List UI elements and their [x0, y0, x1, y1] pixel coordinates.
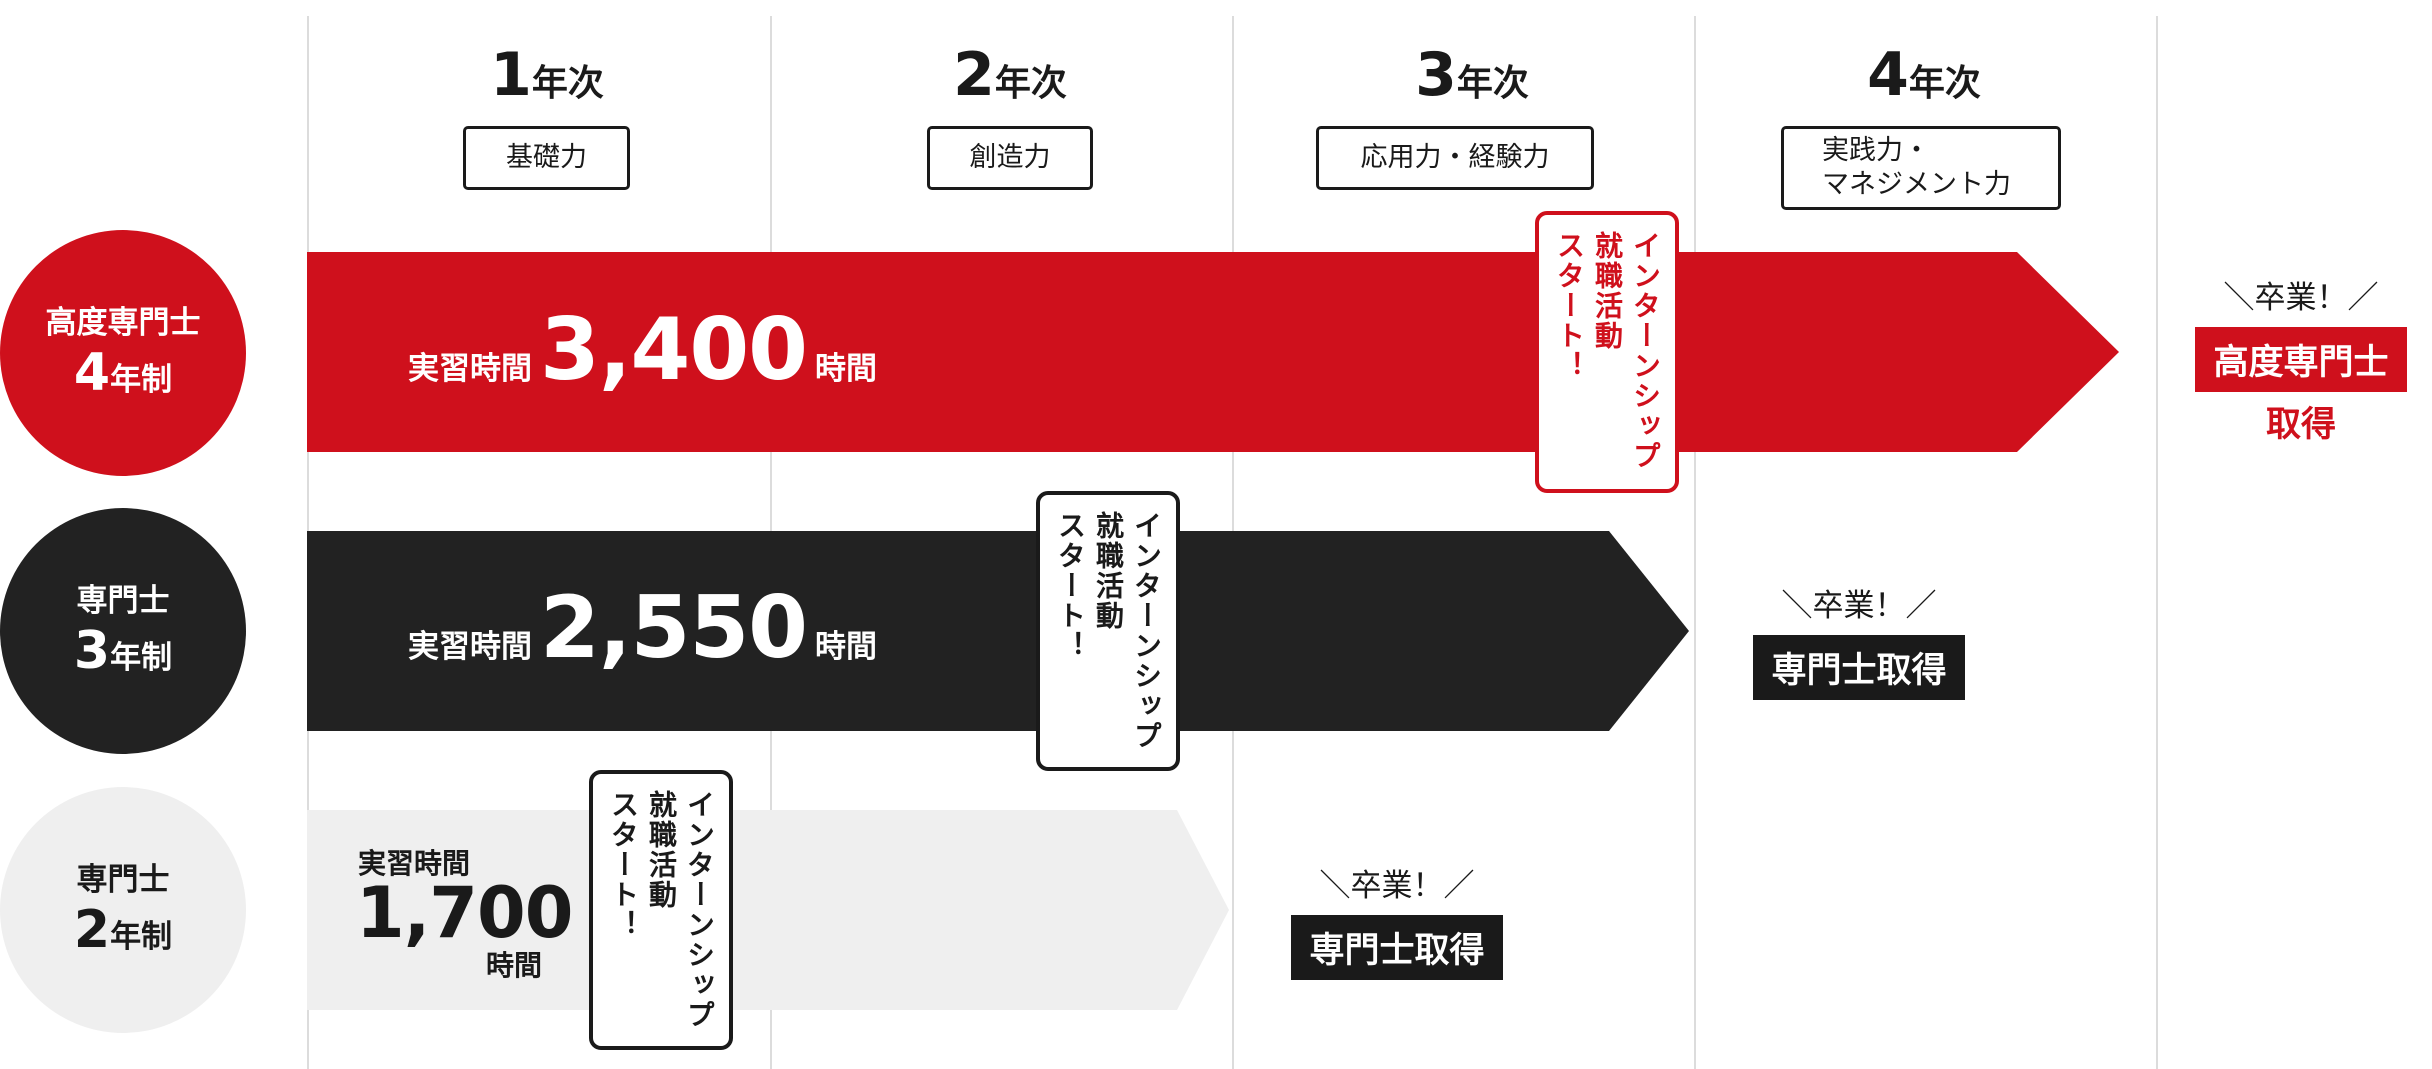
year-2-heading: 2年次: [953, 40, 1067, 110]
course-name: 高度専門士: [45, 305, 201, 341]
course-2year-hours-prefix: 実習時間: [358, 847, 471, 880]
year-1-heading: 1年次: [490, 40, 604, 110]
course-3year-graduation: ＼卒業！／ 専門士取得: [1724, 580, 1994, 700]
course-3year-hours: 実習時間 2,550 時間: [408, 578, 878, 678]
graduation-title: 専門士取得: [1291, 915, 1503, 980]
course-name: 専門士: [76, 583, 170, 619]
course-4year-hours: 実習時間 3,400 時間: [408, 300, 878, 400]
year-4-heading: 4年次: [1867, 40, 1981, 110]
graduation-title: 専門士取得: [1753, 635, 1965, 700]
course-2year-arrow: [307, 810, 1229, 1010]
column-divider: [1694, 16, 1696, 1069]
column-divider: [2156, 16, 2158, 1069]
course-name: 専門士: [76, 862, 170, 898]
course-2year-graduation: ＼卒業！／ 専門士取得: [1262, 860, 1532, 980]
course-2year-hours-suffix: 時間: [486, 949, 543, 982]
course-2year-hours-value: 1,700: [356, 872, 573, 954]
course-2year-internship-tag: インターンシップ 就職活動 スタート！: [589, 770, 733, 1050]
course-3year-internship-tag: インターンシップ 就職活動 スタート！: [1036, 491, 1180, 771]
year-1-skill: 基礎力: [463, 126, 630, 190]
year-3-skill: 応用力・経験力: [1316, 126, 1594, 190]
course-4year-circle: 高度専門士 4年制: [0, 230, 246, 476]
course-3year-arrow: [307, 531, 1689, 731]
course-4year-internship-tag: インターンシップ 就職活動 スタート！: [1535, 211, 1679, 493]
graduation-title: 高度専門士: [2195, 327, 2407, 392]
year-4-skill: 実践力・ マネジメント力: [1781, 126, 2061, 210]
course-2year-circle: 専門士 2年制: [0, 787, 246, 1033]
course-3year-circle: 専門士 3年制: [0, 508, 246, 754]
course-4year-graduation: ＼卒業！／ 高度専門士 取得: [2166, 272, 2432, 447]
year-3-heading: 3年次: [1415, 40, 1529, 110]
year-2-skill: 創造力: [927, 126, 1093, 190]
